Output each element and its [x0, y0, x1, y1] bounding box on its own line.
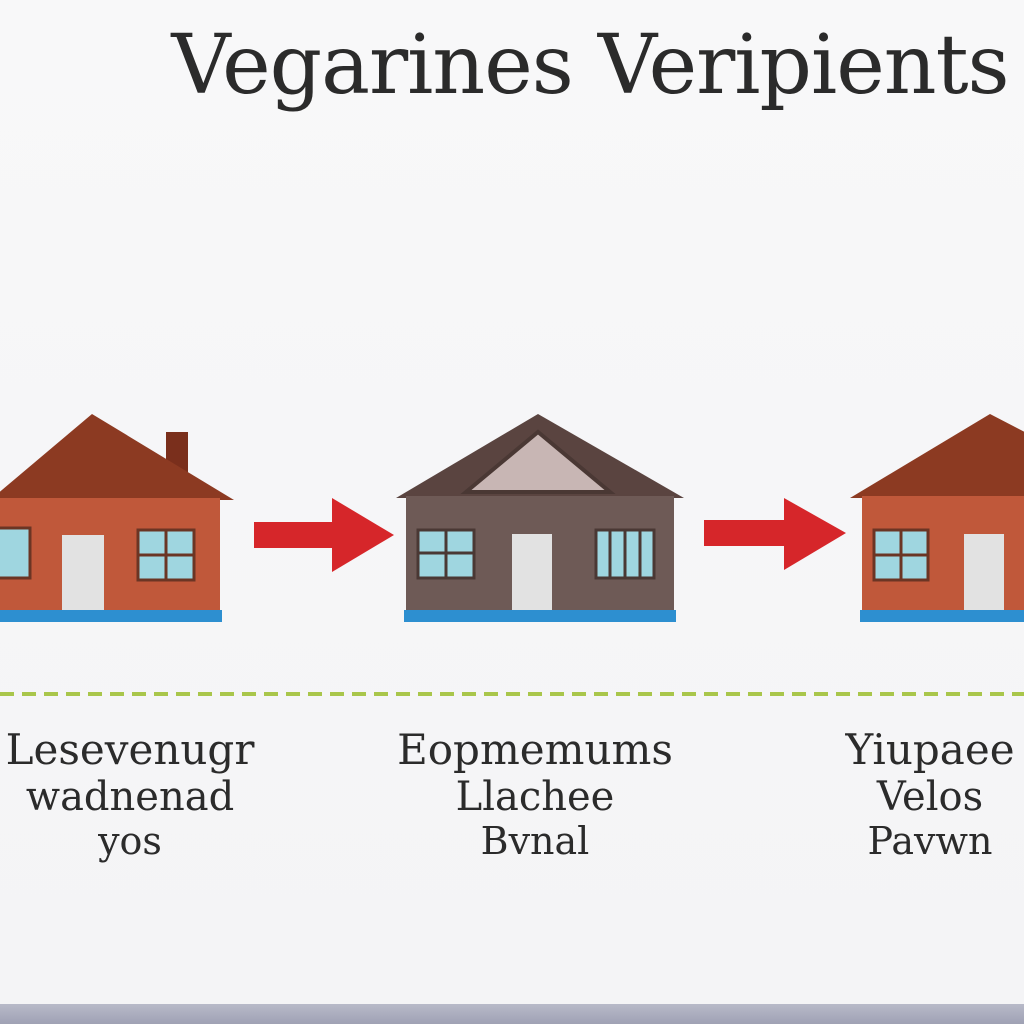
arrow-right-icon [704, 498, 846, 570]
caption-line: Yiupaee [845, 725, 1015, 774]
caption-line: Velos [876, 774, 984, 821]
caption-line: Eopmemums [397, 725, 673, 774]
stage-2-caption: Eopmemums Llachee Bvnal [340, 725, 730, 864]
caption-line: Llachee [455, 774, 615, 821]
caption-line: Lesevenugr [5, 725, 255, 774]
bottom-bar [0, 1004, 1024, 1024]
caption-line: yos [98, 819, 162, 864]
brick-house-icon [0, 414, 234, 622]
caption-line: Pavwn [867, 819, 993, 864]
brown-house-icon [396, 414, 684, 622]
brick-house-icon [850, 414, 1024, 622]
diagram-title: Vegarines Veripients [171, 18, 1009, 113]
arrow-right-icon [254, 498, 394, 572]
stage-3-caption: Yiupaee Velos Pavwn [820, 725, 1024, 864]
stage-1-caption: Lesevenugr wadnenad yos [0, 725, 260, 864]
caption-line: wadnenad [25, 774, 235, 821]
caption-line: Bvnal [480, 819, 590, 864]
